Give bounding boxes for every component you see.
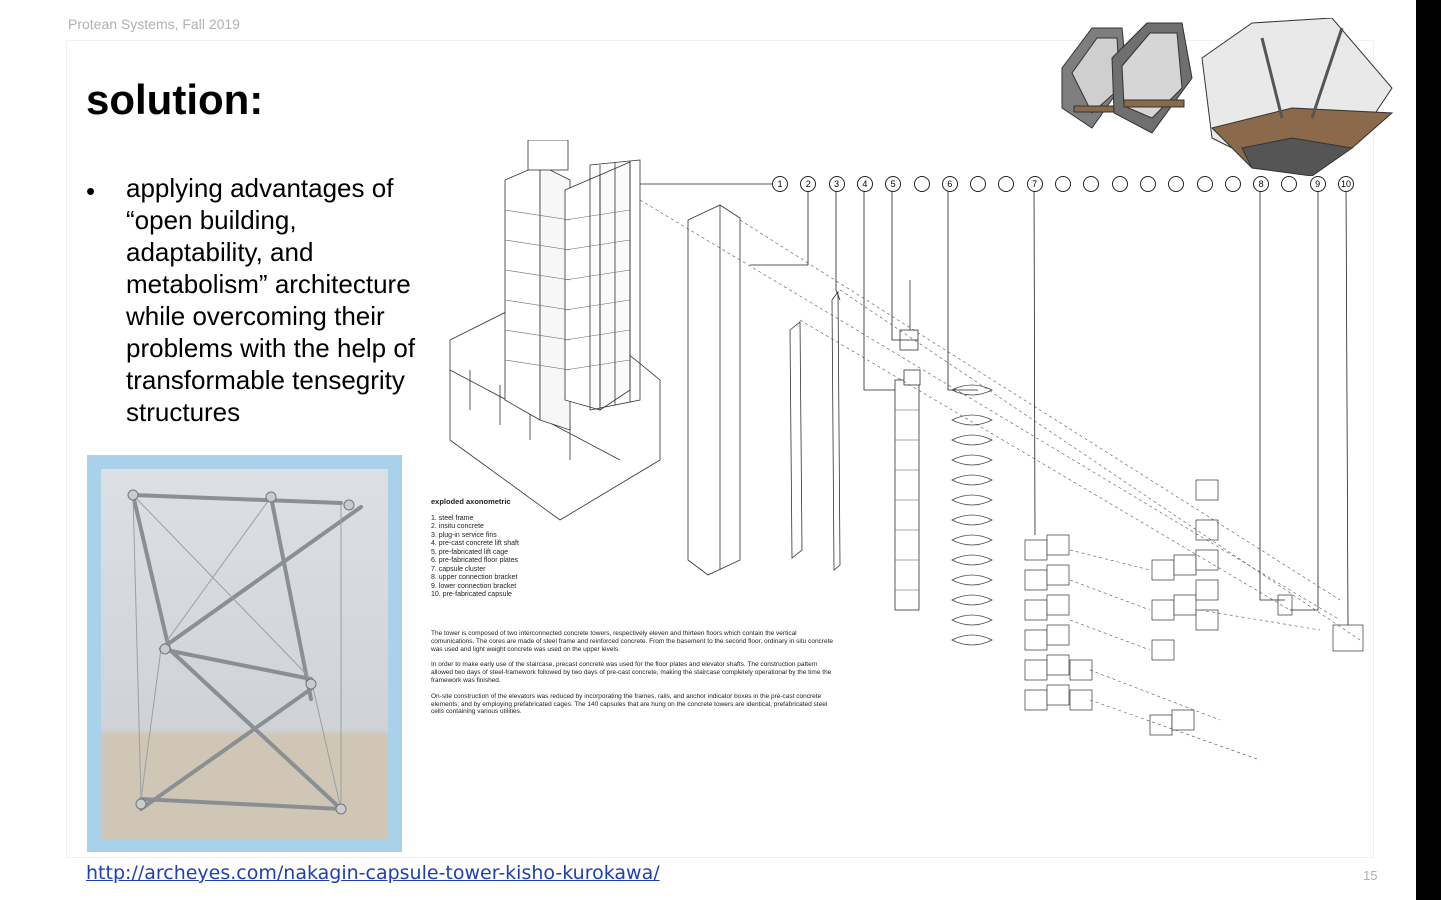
legend-item: 8. upper connection bracket [431,574,518,581]
legend-item: 9. lower connection bracket [431,582,517,590]
callout-circle [1168,176,1185,192]
diagram-legend: exploded axonometric 1. steel frame 2. i… [431,497,631,600]
diagram-description: The tower is composed of two interconnec… [431,630,836,724]
callout-circle [1281,176,1298,192]
callout-circle: 3 [828,176,845,192]
description-paragraph: On-site construction of the elevators wa… [431,692,828,716]
callout-circle: 7 [1026,176,1043,192]
callout-circle [913,176,930,192]
legend-item: 5. pre-fabricated lift cage [431,548,509,556]
source-link[interactable]: http://archeyes.com/nakagin-capsule-towe… [86,862,660,884]
callout-circle: 4 [856,176,873,192]
description-paragraph: In order to make early use of the stairc… [431,661,832,684]
callout-circle [1083,176,1100,192]
callout-circle [1139,176,1156,192]
course-header: Protean Systems, Fall 2019 [68,16,240,32]
callout-circle: 1 [772,176,788,192]
page-number: 15 [1363,868,1378,883]
legend-item: 3. plug-in service fins [431,531,497,539]
callout-circle: 8 [1253,176,1270,192]
callout-circle [970,176,987,192]
bullet-marker: • [86,176,96,206]
legend-item: 7. capsule cluster [431,565,486,573]
tensegrity-photo [87,455,402,852]
callout-circle [1055,176,1071,192]
legend-item: 2. insitu concrete [431,523,484,530]
callout-circle [1224,176,1241,192]
callout-circle: 9 [1309,176,1326,192]
exploded-axonometric-diagram [449,140,1364,761]
legend-item: 1. steel frame [431,514,474,522]
description-paragraph: The tower is composed of two interconnec… [431,630,834,653]
bullet-text: applying advantages of “open building, a… [126,173,416,427]
callout-circle [998,176,1015,192]
callout-circle: 10 [1338,176,1354,192]
callout-circle: 6 [941,176,958,192]
callout-circle [1111,176,1128,192]
tensegrity-photo-image [101,469,388,840]
callout-circle [1196,176,1213,192]
legend-item: 10. pre-fabricated capsule [431,591,512,598]
legend-item: 6. pre-fabricated floor plates [431,557,519,564]
slide-title: solution: [86,76,264,123]
content-frame [66,40,1374,858]
callout-circle: 5 [885,176,902,192]
bullet-list: • applying advantages of “open building,… [86,172,426,428]
callout-circle: 2 [800,176,817,192]
legend-title: exploded axonometric [431,497,511,506]
capsule-interior-render [1061,18,1394,176]
legend-item: 4. pre-cast concrete lift shaft [431,540,519,547]
